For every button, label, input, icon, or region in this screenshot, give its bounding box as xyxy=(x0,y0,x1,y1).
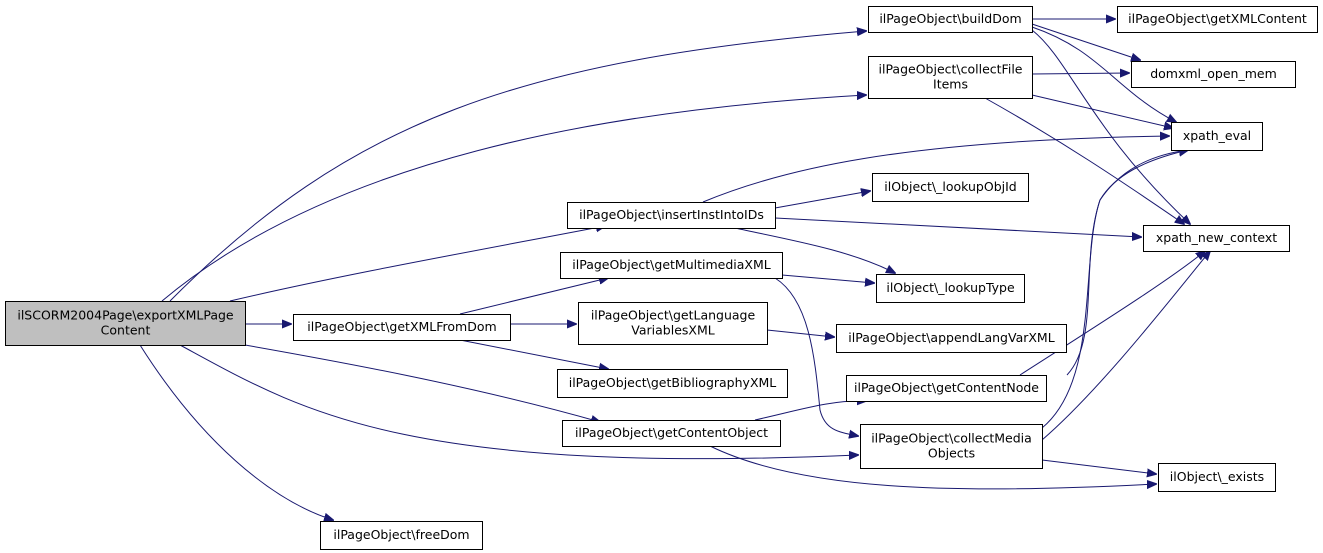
node-box xyxy=(836,324,1067,353)
node-label: ilPageObject\getXMLContent xyxy=(1128,11,1307,26)
edge-collectMediaObjects-to-exists xyxy=(1041,459,1156,474)
node-label: xpath_new_context xyxy=(1156,230,1277,245)
node-label: ilPageObject\appendLangVarXML xyxy=(848,330,1054,345)
edge-getContentObject-to-exists xyxy=(709,445,1156,490)
edge-collectMediaObjects-to-xpath_new_context xyxy=(1041,251,1210,441)
node-label: ilPageObject\getMultimediaXML xyxy=(572,257,770,272)
node-freeDom[interactable]: ilPageObject\freeDom xyxy=(320,521,483,550)
node-label: ilPageObject\collectFile xyxy=(879,62,1023,77)
node-insertInst[interactable]: ilPageObject\insertInstIntoIDs xyxy=(567,202,776,229)
node-box xyxy=(1158,463,1276,492)
edge-getLangVarsXML-to-appendLangVarXML xyxy=(766,329,834,337)
node-label: Items xyxy=(933,77,968,92)
node-getMultimediaXML[interactable]: ilPageObject\getMultimediaXML xyxy=(560,252,783,279)
node-label: VariablesXML xyxy=(631,323,714,338)
node-box xyxy=(1131,61,1296,88)
edge-collectFileItems-to-xpath_new_context xyxy=(984,97,1184,224)
node-label: Content xyxy=(101,323,151,338)
node-label: ilPageObject\getBibliographyXML xyxy=(569,375,777,390)
node-box xyxy=(560,252,783,279)
edge-root-to-freeDom xyxy=(139,344,333,520)
node-label: domxml_open_mem xyxy=(1150,66,1277,81)
node-box xyxy=(1117,6,1318,33)
node-lookupObjId[interactable]: ilObject\_lookupObjId xyxy=(872,173,1029,202)
edge-root-to-collectMediaObjects xyxy=(179,344,858,459)
node-box xyxy=(578,302,768,345)
node-exists[interactable]: ilObject\_exists xyxy=(1158,463,1276,492)
edge-buildDom-to-domxml xyxy=(1031,23,1140,60)
node-label: ilPageObject\getContentNode xyxy=(854,380,1039,395)
node-label: ilPageObject\buildDom xyxy=(879,11,1021,26)
edge-buildDom-to-xpath_eval xyxy=(1031,26,1176,122)
node-label: ilObject\_lookupType xyxy=(886,280,1015,295)
node-box xyxy=(557,369,788,398)
node-box xyxy=(876,274,1025,303)
node-label: ilPageObject\collectMedia xyxy=(871,431,1032,446)
node-xpath_new_context[interactable]: xpath_new_context xyxy=(1143,225,1290,252)
edge-collectFileItems-to-xpath_eval xyxy=(1031,94,1173,128)
edge-root-to-buildDom xyxy=(169,31,866,302)
node-getXMLFromDom[interactable]: ilPageObject\getXMLFromDom xyxy=(293,314,511,341)
node-label: ilSCORM2004Page\exportXMLPage xyxy=(17,308,234,323)
node-appendLangVarXML[interactable]: ilPageObject\appendLangVarXML xyxy=(836,324,1067,353)
node-box xyxy=(567,202,776,229)
node-getBibliographyXML[interactable]: ilPageObject\getBibliographyXML xyxy=(557,369,788,398)
edges-layer xyxy=(139,19,1210,520)
node-getContentNode[interactable]: ilPageObject\getContentNode xyxy=(846,375,1047,402)
node-label: ilPageObject\getContentObject xyxy=(575,425,768,440)
node-lookupType[interactable]: ilObject\_lookupType xyxy=(876,274,1025,303)
node-buildDom[interactable]: ilPageObject\buildDom xyxy=(868,6,1033,33)
edge-root-to-collectFileItems xyxy=(161,95,866,302)
node-box xyxy=(1171,122,1263,151)
edge-getContentNode-to-xpath_eval xyxy=(1066,150,1188,376)
edge-insertInst-to-lookupObjId xyxy=(774,191,870,209)
node-box xyxy=(868,56,1033,99)
node-label: xpath_eval xyxy=(1183,128,1251,143)
edge-insertInst-to-xpath_eval xyxy=(702,136,1169,203)
edge-getMultimediaXML-to-lookupType xyxy=(781,274,874,283)
node-label: Objects xyxy=(928,446,975,461)
node-box xyxy=(846,375,1047,402)
node-box xyxy=(562,420,781,447)
edge-getXMLFromDom-to-getMultimediaXML xyxy=(459,278,608,315)
node-label: ilObject\_exists xyxy=(1170,469,1264,484)
node-box xyxy=(872,173,1029,202)
edge-getXMLFromDom-to-getBibliographyXML xyxy=(459,339,608,369)
edge-collectMediaObjects-to-xpath_eval xyxy=(1041,150,1188,429)
node-xpath_eval[interactable]: xpath_eval xyxy=(1171,122,1263,151)
node-label: ilPageObject\insertInstIntoIDs xyxy=(579,207,764,222)
edge-insertInst-to-lookupType xyxy=(734,227,895,273)
edge-getContentNode-to-xpath_new_context xyxy=(1019,251,1205,376)
node-getXMLContent[interactable]: ilPageObject\getXMLContent xyxy=(1117,6,1318,33)
node-domxml[interactable]: domxml_open_mem xyxy=(1131,61,1296,88)
node-label: ilObject\_lookupObjId xyxy=(884,179,1016,194)
edge-insertInst-to-xpath_new_context xyxy=(774,217,1141,237)
node-box xyxy=(868,6,1033,33)
node-label: ilPageObject\getXMLFromDom xyxy=(307,319,496,334)
node-box xyxy=(1143,225,1290,252)
node-box xyxy=(320,521,483,550)
edge-collectFileItems-to-domxml xyxy=(1031,73,1129,74)
edge-getMultimediaXML-to-collectMediaObjects xyxy=(774,277,858,436)
node-box xyxy=(860,424,1043,469)
node-getContentObject[interactable]: ilPageObject\getContentObject xyxy=(562,420,781,447)
node-box xyxy=(5,301,246,346)
node-label: ilPageObject\freeDom xyxy=(333,527,469,542)
edge-root-to-insertInst xyxy=(229,226,605,302)
edge-root-to-getContentObject xyxy=(244,344,600,422)
edge-getContentObject-to-getContentNode xyxy=(754,401,866,421)
node-label: ilPageObject\getLanguage xyxy=(591,308,756,323)
node-box xyxy=(293,314,511,341)
edge-buildDom-to-xpath_new_context xyxy=(1031,29,1190,224)
